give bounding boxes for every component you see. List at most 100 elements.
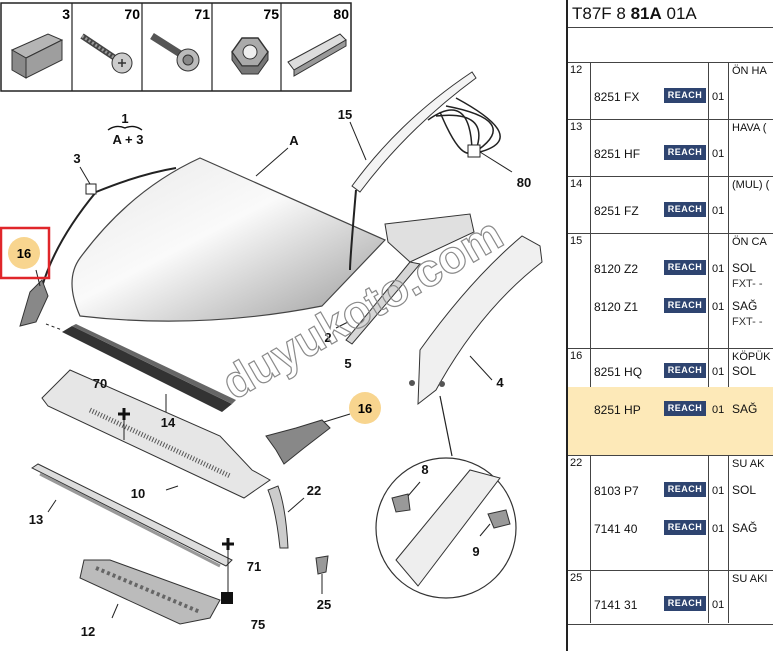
rail-part-13 (31, 463, 233, 568)
header-suffix: 01A (661, 4, 697, 23)
callout-71: 71 (247, 559, 261, 574)
pillar-trim-15 (349, 71, 513, 271)
group-description: ÖN HA (732, 65, 767, 77)
group-description: ÖN CA (732, 236, 767, 248)
group-description: SU AK (732, 458, 765, 470)
part-code: 7141 31 (594, 598, 638, 612)
part-note: FXT- - (732, 316, 763, 328)
callout-16-right: 16 (358, 401, 372, 416)
reach-badge: REACH (664, 298, 706, 313)
callout-10: 10 (131, 486, 145, 501)
callout-80: 80 (517, 175, 531, 190)
part-version: 01 (712, 485, 725, 497)
group-number: 13 (570, 121, 583, 133)
callout-2: 2 (324, 330, 331, 345)
part-side: SOL (732, 364, 757, 378)
legend-label-70: 70 (124, 6, 140, 22)
part-row[interactable]: 8251 FX REACH 01 (568, 88, 773, 106)
column-divider (728, 62, 729, 623)
screw-70-marker-icon (118, 408, 130, 420)
drain-hose-22 (267, 485, 305, 549)
foam-block-icon (10, 33, 64, 79)
reach-badge: REACH (664, 260, 706, 275)
column-divider (590, 62, 591, 623)
group-description: HAVA ( (732, 122, 767, 134)
part-code: 8251 HF (594, 147, 641, 161)
reach-badge: REACH (664, 145, 706, 160)
part-code: 7141 40 (594, 522, 638, 536)
exploded-view: 3 70 71 75 80 (0, 2, 543, 639)
callout-12: 12 (81, 624, 95, 639)
detail-view-8-9 (375, 457, 517, 599)
table-bottom-line (568, 624, 773, 625)
bolt-71-marker-icon (222, 538, 234, 550)
foam-part-16-right (265, 413, 351, 465)
callout-70: 70 (93, 376, 107, 391)
part-code: 8251 HP (594, 403, 641, 417)
group-number: 14 (570, 178, 583, 190)
reach-badge: REACH (664, 401, 706, 416)
callout-1: 1 (121, 111, 128, 126)
tray-part-12 (79, 559, 221, 625)
group-description: SU AKI (732, 573, 768, 585)
callout-13: 13 (29, 512, 43, 527)
legend-label-71: 71 (194, 6, 210, 22)
part-side: SOL (732, 483, 757, 497)
header-bold: 81A (630, 4, 662, 23)
legend-label-75: 75 (263, 6, 279, 22)
part-row[interactable]: 8103 P7 REACH 01 SOL (568, 482, 773, 500)
callout-15: 15 (338, 107, 352, 122)
group-number: 25 (570, 572, 583, 584)
callout-75: 75 (251, 617, 265, 632)
part-side: SOL (732, 261, 757, 275)
group-description: (MUL) ( (732, 179, 770, 191)
part-side: SAĞ (732, 299, 758, 313)
part-code: 8251 FX (594, 90, 640, 104)
cowl-panel-10 (41, 369, 271, 499)
part-version: 01 (712, 91, 725, 103)
reach-badge: REACH (664, 202, 706, 217)
part-row[interactable]: 8251 HF REACH 01 (568, 145, 773, 163)
reach-badge: REACH (664, 482, 706, 497)
legend-strip: 3 70 71 75 80 (0, 2, 352, 92)
selection-box (0, 226, 51, 280)
header-prefix: T87F 8 (572, 4, 631, 23)
pillar-part-4 (409, 235, 543, 406)
group-number: 15 (570, 235, 583, 247)
group-description: KÖPÜK (732, 351, 771, 363)
highlighted-row-background (568, 387, 773, 456)
callout-5: 5 (344, 356, 351, 371)
part-side: SAĞ (732, 521, 758, 535)
callout-3: 3 (73, 151, 80, 166)
part-version: 01 (712, 366, 725, 378)
reach-badge: REACH (664, 88, 706, 103)
bracket-part-2 (335, 213, 475, 345)
bolt-icon (150, 33, 200, 72)
part-version: 01 (712, 404, 725, 416)
column-divider (708, 62, 709, 623)
callout-4: 4 (496, 375, 504, 390)
reference-header: T87F 8 81A 01A (568, 0, 773, 28)
callout-1-sub: A + 3 (113, 132, 144, 147)
part-version: 01 (712, 148, 725, 160)
part-group: 13 HAVA ( 8251 HF REACH 01 (568, 119, 773, 176)
callout-bubble-16-right (349, 392, 381, 424)
reach-badge: REACH (664, 363, 706, 378)
callout-16-left: 16 (17, 246, 31, 261)
group-number: 16 (570, 350, 583, 362)
header-spacer (568, 28, 773, 62)
part-code: 8103 P7 (594, 484, 639, 498)
